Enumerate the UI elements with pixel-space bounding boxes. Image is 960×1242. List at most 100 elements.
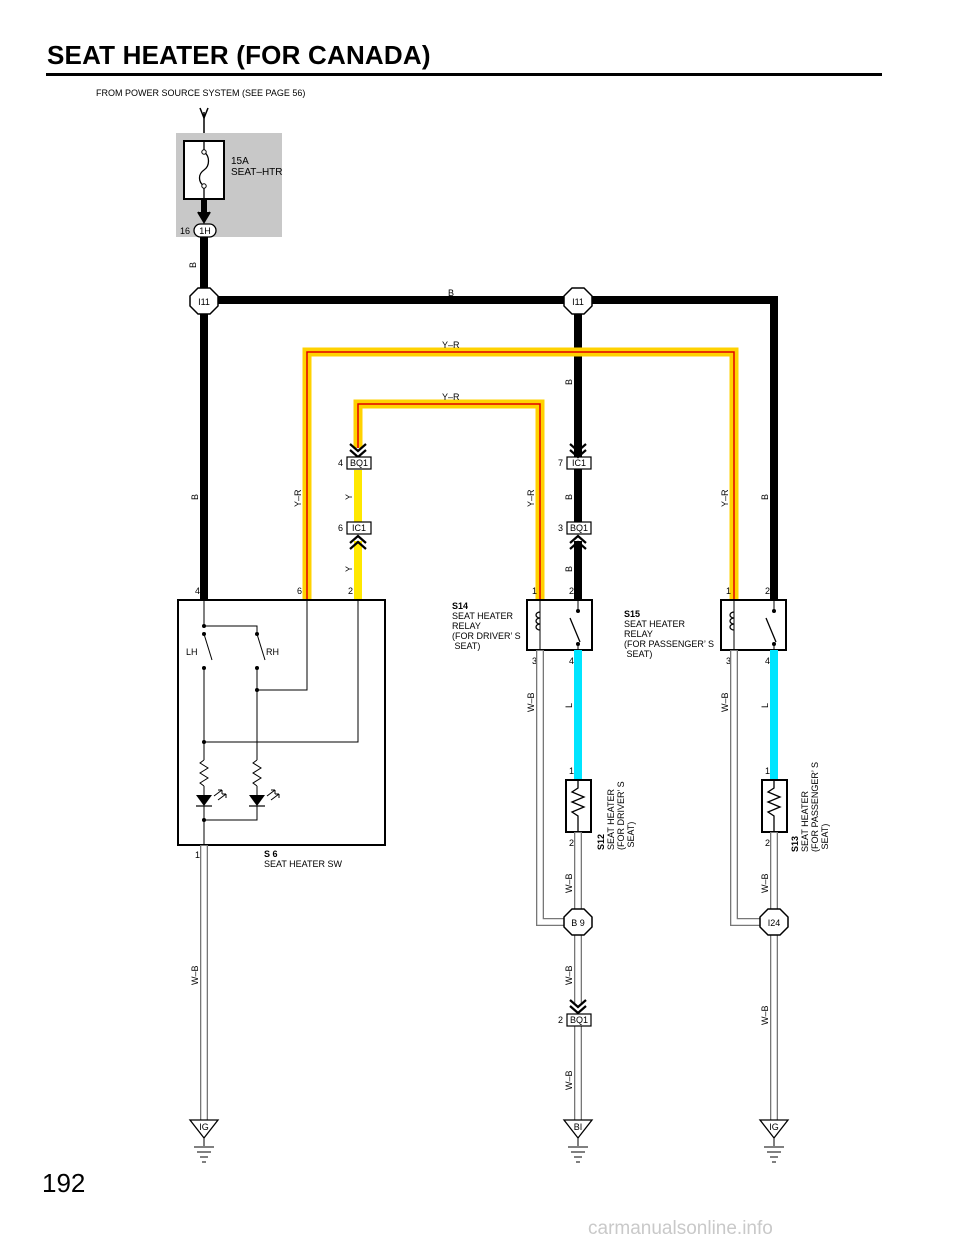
fuse-name: SEAT–HTR: [231, 167, 283, 178]
svg-text:SEAT): SEAT): [820, 824, 830, 852]
connector-arrow-icon: [569, 443, 587, 459]
svg-text:B: B: [564, 379, 574, 385]
svg-text:IC1: IC1: [352, 523, 366, 533]
connector-1h-pin: 16: [180, 226, 190, 236]
svg-text:2: 2: [569, 838, 574, 848]
connector-bq1-top: [346, 456, 372, 470]
ground-left: IG: [188, 1119, 220, 1163]
svg-text:B: B: [188, 262, 198, 268]
svg-text:B: B: [564, 566, 574, 572]
svg-text:W–B: W–B: [564, 965, 574, 985]
svg-text:W–B: W–B: [526, 692, 536, 712]
svg-text:I11: I11: [198, 297, 210, 307]
svg-text:SEAT): SEAT): [452, 641, 480, 651]
svg-text:6: 6: [338, 523, 343, 533]
svg-text:1: 1: [765, 766, 770, 776]
svg-text:4: 4: [195, 586, 200, 596]
page-title: SEAT HEATER (FOR CANADA): [47, 40, 431, 70]
svg-text:3: 3: [558, 523, 563, 533]
svg-text:2: 2: [348, 586, 353, 596]
svg-text:4: 4: [765, 656, 770, 666]
svg-text:W–B: W–B: [720, 692, 730, 712]
ground-right: IG: [758, 1119, 790, 1163]
led-indicator-icon: [196, 795, 212, 806]
svg-text:B: B: [448, 288, 454, 298]
svg-text:W–B: W–B: [190, 965, 200, 985]
svg-text:Y–R: Y–R: [293, 489, 303, 507]
svg-text:RELAY: RELAY: [452, 621, 481, 631]
heater-driver-code: S12: [596, 834, 606, 850]
connector-bq1-bottom: [566, 1013, 592, 1027]
svg-text:IG: IG: [769, 1122, 779, 1132]
relay-passenger: [720, 599, 787, 651]
switch-rh-label: RH: [266, 647, 279, 657]
svg-text:IC1: IC1: [572, 458, 586, 468]
svg-text:1: 1: [726, 586, 731, 596]
svg-text:SEAT HEATER: SEAT HEATER: [606, 788, 616, 850]
svg-text:W–B: W–B: [760, 873, 770, 893]
junction-i11-right: [563, 287, 593, 315]
svg-text:Y–R: Y–R: [720, 489, 730, 507]
relay-coil-icon: [729, 611, 735, 631]
wire-wb: [200, 650, 778, 1120]
svg-text:1: 1: [532, 586, 537, 596]
svg-text:B 9: B 9: [571, 918, 585, 928]
svg-text:B: B: [564, 494, 574, 500]
svg-text:3: 3: [726, 656, 731, 666]
connector-arrow-icon: [197, 211, 211, 224]
junction-i24: [759, 908, 789, 936]
svg-text:SEAT HEATER: SEAT HEATER: [800, 790, 810, 852]
fuse-icon: [198, 141, 210, 199]
svg-text:L: L: [564, 703, 574, 708]
svg-text:2: 2: [558, 1015, 563, 1025]
heater-element-icon: [570, 780, 586, 832]
watermark: carmanualsonline.info: [588, 1218, 773, 1239]
svg-text:BQ1: BQ1: [570, 523, 588, 533]
svg-text:3: 3: [532, 656, 537, 666]
wire-yr: [302, 347, 739, 600]
svg-text:BQ1: BQ1: [570, 1015, 588, 1025]
svg-text:1: 1: [195, 850, 200, 860]
svg-text:(FOR DRIVER’ S: (FOR DRIVER’ S: [452, 631, 521, 641]
svg-text:SEAT): SEAT): [624, 649, 652, 659]
svg-text:Y: Y: [344, 566, 354, 572]
svg-text:1H: 1H: [199, 226, 211, 236]
power-source-label: FROM POWER SOURCE SYSTEM (SEE PAGE 56): [96, 88, 305, 98]
svg-text:SEAT): SEAT): [626, 822, 636, 850]
svg-text:Y–R: Y–R: [526, 489, 536, 507]
svg-text:BI: BI: [574, 1122, 583, 1132]
svg-text:W–B: W–B: [564, 1070, 574, 1090]
svg-text:4: 4: [569, 656, 574, 666]
svg-text:Y–R: Y–R: [442, 392, 460, 402]
svg-text:(FOR PASSENGER’ S: (FOR PASSENGER’ S: [810, 762, 820, 852]
svg-text:W–B: W–B: [760, 1005, 770, 1025]
svg-text:6: 6: [297, 586, 302, 596]
fuse-rating: 15A: [231, 156, 249, 167]
svg-text:SEAT HEATER: SEAT HEATER: [624, 619, 686, 629]
connector-arrow-icon: [569, 999, 587, 1015]
switch-name: SEAT HEATER SW: [264, 859, 343, 869]
relay-coil-icon: [535, 611, 541, 631]
title-rule: [46, 73, 882, 76]
svg-text:4: 4: [338, 458, 343, 468]
wire-black: [200, 237, 778, 600]
svg-text:2: 2: [765, 586, 770, 596]
svg-text:IG: IG: [199, 1122, 209, 1132]
switch-internals: [199, 600, 359, 845]
svg-text:Y: Y: [344, 494, 354, 500]
svg-text:2: 2: [569, 586, 574, 596]
switch-code: S 6: [264, 849, 278, 859]
connector-arrow-icon: [349, 534, 367, 550]
heater-passenger-code: S13: [790, 836, 800, 852]
svg-text:BQ1: BQ1: [350, 458, 368, 468]
svg-text:L: L: [760, 703, 770, 708]
relay-driver-code: S14: [452, 601, 468, 611]
connector-ic1-mid: [346, 521, 372, 535]
led-indicator-icon: [249, 795, 265, 806]
relay-passenger-code: S15: [624, 609, 640, 619]
switch-lh-label: LH: [186, 647, 198, 657]
junction-b9: [563, 908, 593, 936]
svg-text:(FOR DRIVER’ S: (FOR DRIVER’ S: [616, 781, 626, 850]
seat-heater-switch: [177, 599, 386, 846]
